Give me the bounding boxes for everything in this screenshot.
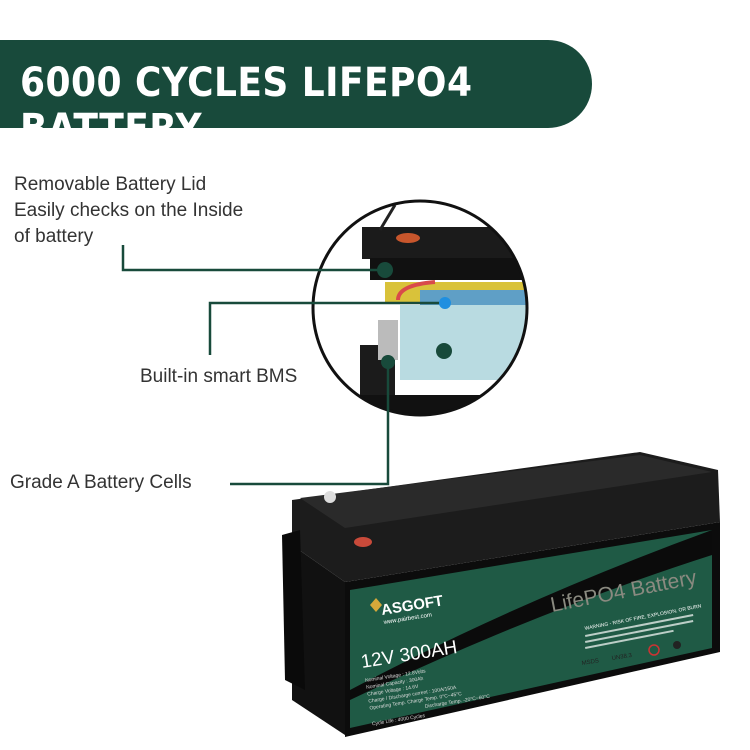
callout-lid: Removable Battery Lid Easily checks on t… <box>14 172 243 250</box>
callout-cells: Grade A Battery Cells <box>10 472 192 493</box>
lid-marker <box>377 262 393 278</box>
prohibited-icon <box>648 644 660 656</box>
callout-lid-line2: Easily checks on the Inside <box>14 200 244 221</box>
cert-msds: MSDS <box>581 658 599 667</box>
callout-lid-line3: of battery <box>14 226 94 247</box>
banner-title: 6000 CYCLES LIFEPO4 BATTERY <box>20 60 473 152</box>
title-banner: 6000 CYCLES LIFEPO4 BATTERY <box>0 40 592 152</box>
brand-logo-icon <box>370 598 382 612</box>
callout-lid-line1: Removable Battery Lid <box>14 174 207 195</box>
cert-un383: UN38.3 <box>611 653 633 662</box>
cells-marker <box>436 343 452 359</box>
callout-lines <box>121 245 445 486</box>
zoom-circle <box>311 199 529 417</box>
callout-bms: Built-in smart BMS <box>140 366 298 387</box>
battery-interior-zoom <box>313 201 527 415</box>
bms-marker <box>439 297 451 309</box>
recycle-icon <box>673 641 681 649</box>
battery-body <box>282 452 720 737</box>
cells-line-marker <box>381 355 395 369</box>
